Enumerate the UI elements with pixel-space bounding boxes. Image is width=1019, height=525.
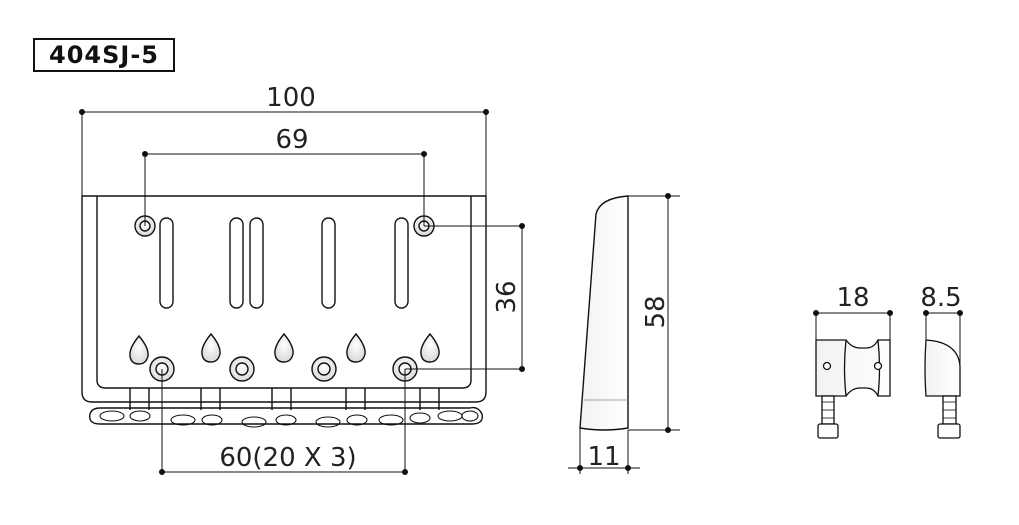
saddle-bottom-ellipses [99,410,479,428]
saddle-block [815,339,891,397]
saddle-bottom-strip [89,406,483,425]
saddle-front-view [815,339,891,439]
dim-saddle-width: 18 [836,283,869,313]
dimension-lines-saddle-front [813,310,893,340]
baseplate-outline [81,195,487,403]
side-view [579,195,629,431]
model-title: 404SJ-5 [33,38,175,72]
dimension-lines-saddle-side [923,310,963,366]
saddle-posts [129,388,440,410]
dim-mount-spacing: 69 [275,125,308,155]
dimension-lines-front [79,109,525,475]
saddle-screws [129,332,440,365]
front-view [81,195,487,428]
dim-overall-width: 100 [266,83,316,113]
saddle-slots [159,217,409,309]
dim-mount-height: 36 [492,280,522,313]
dim-saddle-depth: 8.5 [920,283,961,313]
saddle-side-view [924,339,961,439]
dimension-lines-side [568,193,680,474]
dim-side-height: 58 [641,295,671,328]
dim-side-base: 11 [587,442,620,472]
dim-string-spacing: 60(20 X 3) [219,443,356,473]
side-profile [579,195,629,431]
saddle-side-profile [924,339,961,397]
